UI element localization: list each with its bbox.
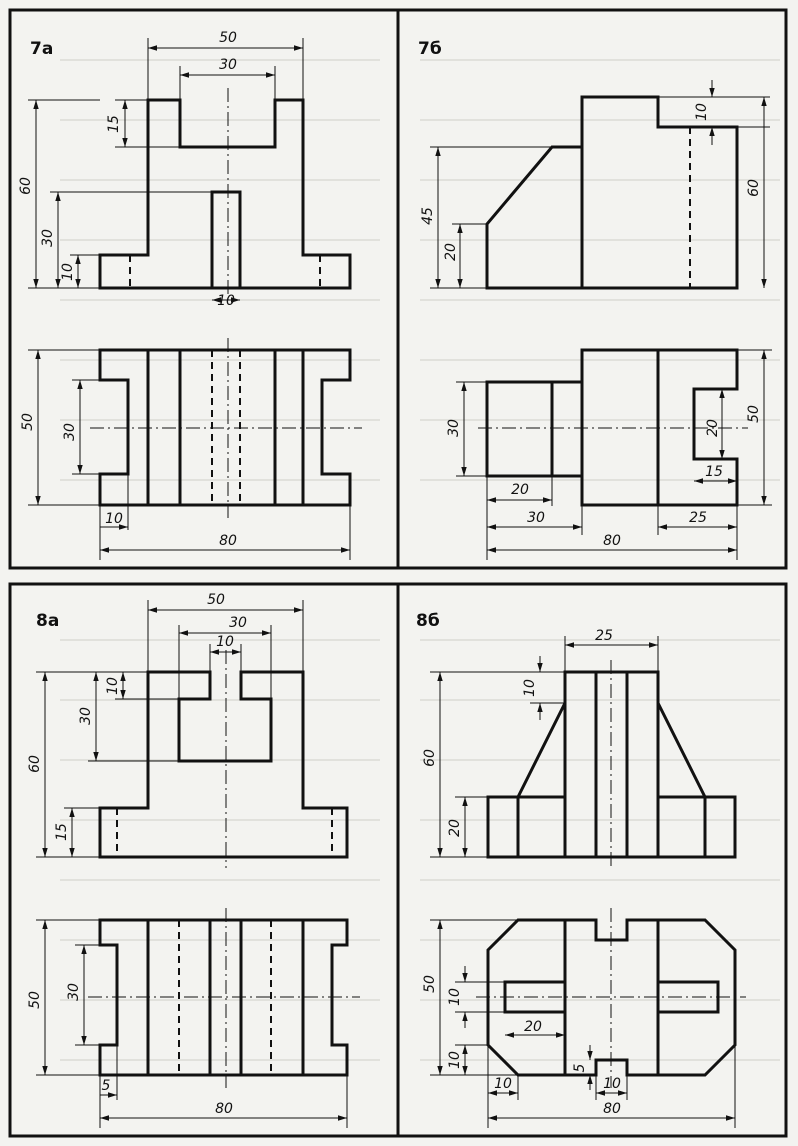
dim-8a-width-50: 50 [207, 592, 225, 608]
dim-7a-inner-30: 30 [62, 423, 78, 441]
drawing-8b: 25 10 60 20 50 10 20 10 5 10 10 80 [422, 628, 746, 1128]
dim-7b-height-60: 60 [746, 179, 762, 197]
dim-7b-right-25: 25 [689, 510, 707, 526]
dim-7b-length-80: 80 [603, 533, 621, 549]
dim-7a-rib-height-30: 30 [40, 229, 56, 247]
dim-8a-neck-depth-10: 10 [105, 677, 121, 695]
panel-label-8a: 8а [36, 611, 59, 631]
dim-7b-slot-20: 20 [705, 419, 721, 437]
dim-7a-height-60: 60 [18, 177, 34, 195]
drawing-7a: 50 30 15 60 30 10 10 50 30 10 80 [18, 30, 362, 560]
panel-label-7a: 7а [30, 39, 53, 59]
dim-8b-base-20: 20 [447, 819, 463, 837]
view-7b-front-outline [485, 95, 739, 290]
dim-8b-notch-5: 5 [572, 1063, 588, 1072]
dim-8a-depth-50: 50 [27, 991, 43, 1009]
dim-7b-slot-depth-15: 15 [705, 464, 723, 480]
dim-8b-width-25: 25 [595, 628, 613, 644]
dim-8a-inner-30: 30 [66, 983, 82, 1001]
dim-7a-slot-30: 30 [219, 57, 237, 73]
dim-7a-rib-width-10: 10 [217, 293, 235, 309]
view-8b-top-outline [486, 918, 737, 1077]
dim-8b-depth-50: 50 [422, 975, 438, 993]
dim-7a-notch-10: 10 [105, 511, 123, 527]
panel-frames [8, 8, 788, 1138]
dim-8b-slot-10: 10 [447, 988, 463, 1006]
dim-7b-slope-base-20: 20 [443, 243, 459, 261]
dim-8a-height-60: 60 [27, 755, 43, 773]
panel-label-8b: 8б [416, 611, 440, 631]
dim-8b-slot-length-20: 20 [524, 1019, 542, 1035]
dim-7a-slot-depth-15: 15 [106, 115, 122, 133]
dim-7a-length-80: 80 [219, 533, 237, 549]
dim-7b-slope-45: 45 [420, 207, 436, 225]
view-7a-front-outline [98, 98, 352, 290]
dim-7a-width-50: 50 [219, 30, 237, 46]
dim-8b-height-60: 60 [422, 749, 438, 767]
drawing-8a: 50 30 10 10 30 60 15 50 30 5 80 [27, 592, 360, 1128]
background-grid [60, 59, 780, 1061]
dim-8a-length-80: 80 [215, 1101, 233, 1117]
panel-label-7b: 7б [418, 39, 442, 59]
dim-8b-length-80: 80 [603, 1101, 621, 1117]
dim-8a-base-15: 15 [54, 823, 70, 841]
dim-8a-slot-depth-30: 30 [78, 707, 94, 725]
dim-7a-base-10: 10 [60, 263, 76, 281]
dim-7a-depth-50: 50 [20, 413, 36, 431]
drawing-7b: 10 45 20 60 30 20 50 20 15 30 25 80 [420, 80, 772, 560]
dim-8a-notch-5: 5 [102, 1078, 111, 1094]
dim-8a-neck-10: 10 [216, 634, 234, 650]
dim-7b-block-30: 30 [446, 419, 462, 437]
dim-8b-chamfer-width-10: 10 [494, 1076, 512, 1092]
view-8a-front-outline [98, 670, 349, 859]
dim-7b-block-20: 20 [511, 482, 529, 498]
dim-7b-left-30: 30 [527, 510, 545, 526]
dim-8b-chamfer-10: 10 [447, 1051, 463, 1069]
dim-8a-slot-30: 30 [229, 615, 247, 631]
dim-7b-step-10: 10 [694, 103, 710, 121]
dim-8b-notch-width-10: 10 [603, 1076, 621, 1092]
view-7a-front-rib [210, 190, 242, 290]
dim-8b-top-10: 10 [522, 679, 538, 697]
dim-7b-depth-50: 50 [746, 405, 762, 423]
